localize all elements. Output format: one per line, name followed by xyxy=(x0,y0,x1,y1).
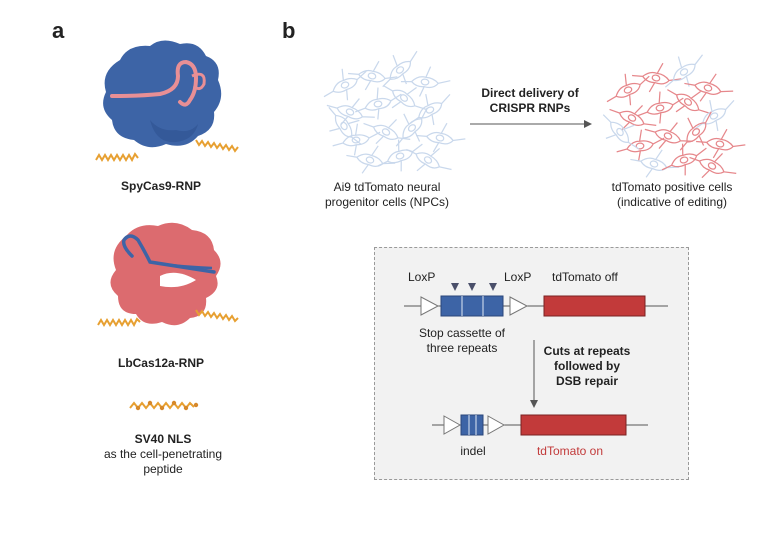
tdtomato-off-label: tdTomato off xyxy=(552,270,618,284)
cuts-label-line2: followed by xyxy=(554,359,620,373)
nls-caption: SV40 NLS xyxy=(134,432,192,446)
left-cells-caption-line1: Ai9 tdTomato neural xyxy=(333,180,441,194)
editing-schematic-box xyxy=(374,247,689,480)
stop-cassette-label-line1: Stop cassette of xyxy=(418,326,506,340)
spycas9-peptides xyxy=(95,139,239,163)
sv40-nls-peptide xyxy=(129,400,199,411)
nls-description-line2: peptide xyxy=(143,462,183,476)
delivery-label-line1: Direct delivery of xyxy=(481,86,579,100)
construct-edited xyxy=(432,414,648,436)
construct-unedited xyxy=(404,283,668,317)
panel-label-b: b xyxy=(282,18,296,43)
lbcas12a-protein xyxy=(110,222,221,326)
right-cells-caption-line2: (indicative of editing) xyxy=(616,195,728,209)
stop-cassette-label-line2: three repeats xyxy=(426,341,498,355)
loxp-right-label: LoxP xyxy=(504,270,532,284)
tdtomato-on-label: tdTomato on xyxy=(536,444,604,458)
panel-label-a: a xyxy=(52,18,65,43)
delivery-arrow xyxy=(470,120,592,128)
loxp-left-label: LoxP xyxy=(408,270,436,284)
spycas9-caption: SpyCas9-RNP xyxy=(120,179,202,193)
nls-description-line1: as the cell-penetrating xyxy=(103,447,223,461)
indel-label: indel xyxy=(460,444,486,458)
repair-arrow xyxy=(530,340,538,408)
spycas9-protein xyxy=(103,40,222,148)
cuts-label-line1: Cuts at repeats xyxy=(543,344,631,358)
right-cells-caption-line1: tdTomato positive cells xyxy=(611,180,733,194)
left-cells-caption-line2: progenitor cells (NPCs) xyxy=(324,195,450,209)
delivery-label-line2: CRISPR RNPs xyxy=(489,101,571,115)
lbcas12a-peptides xyxy=(97,309,239,328)
lbcas12a-caption: LbCas12a-RNP xyxy=(117,356,205,370)
cuts-label-line3: DSB repair xyxy=(555,374,619,388)
